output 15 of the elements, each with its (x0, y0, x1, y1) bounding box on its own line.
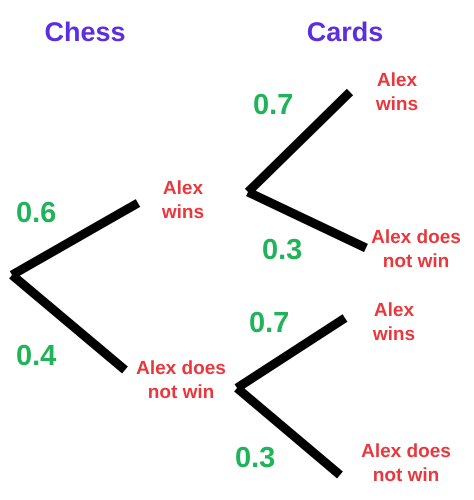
outcome-text: Alex wins (374, 69, 420, 117)
column-heading: Chess (43, 16, 127, 48)
outcome-text: Alex does not win (360, 440, 452, 488)
outcome-text: Alex does not win (370, 226, 462, 274)
outcome-text: Alex does not win (135, 357, 227, 405)
probability-label: 0.4 (16, 342, 56, 371)
probability-label: 0.7 (249, 309, 290, 338)
probability-label: 0.3 (262, 236, 302, 265)
probability-label: 0.7 (253, 91, 294, 120)
column-heading: Cards (306, 16, 384, 48)
branch-line (246, 188, 368, 252)
probability-label: 0.3 (235, 444, 276, 473)
outcome-text: Alex wins (160, 177, 206, 225)
probability-label: 0.6 (16, 199, 56, 228)
outcome-text: Alex wins (372, 299, 416, 347)
